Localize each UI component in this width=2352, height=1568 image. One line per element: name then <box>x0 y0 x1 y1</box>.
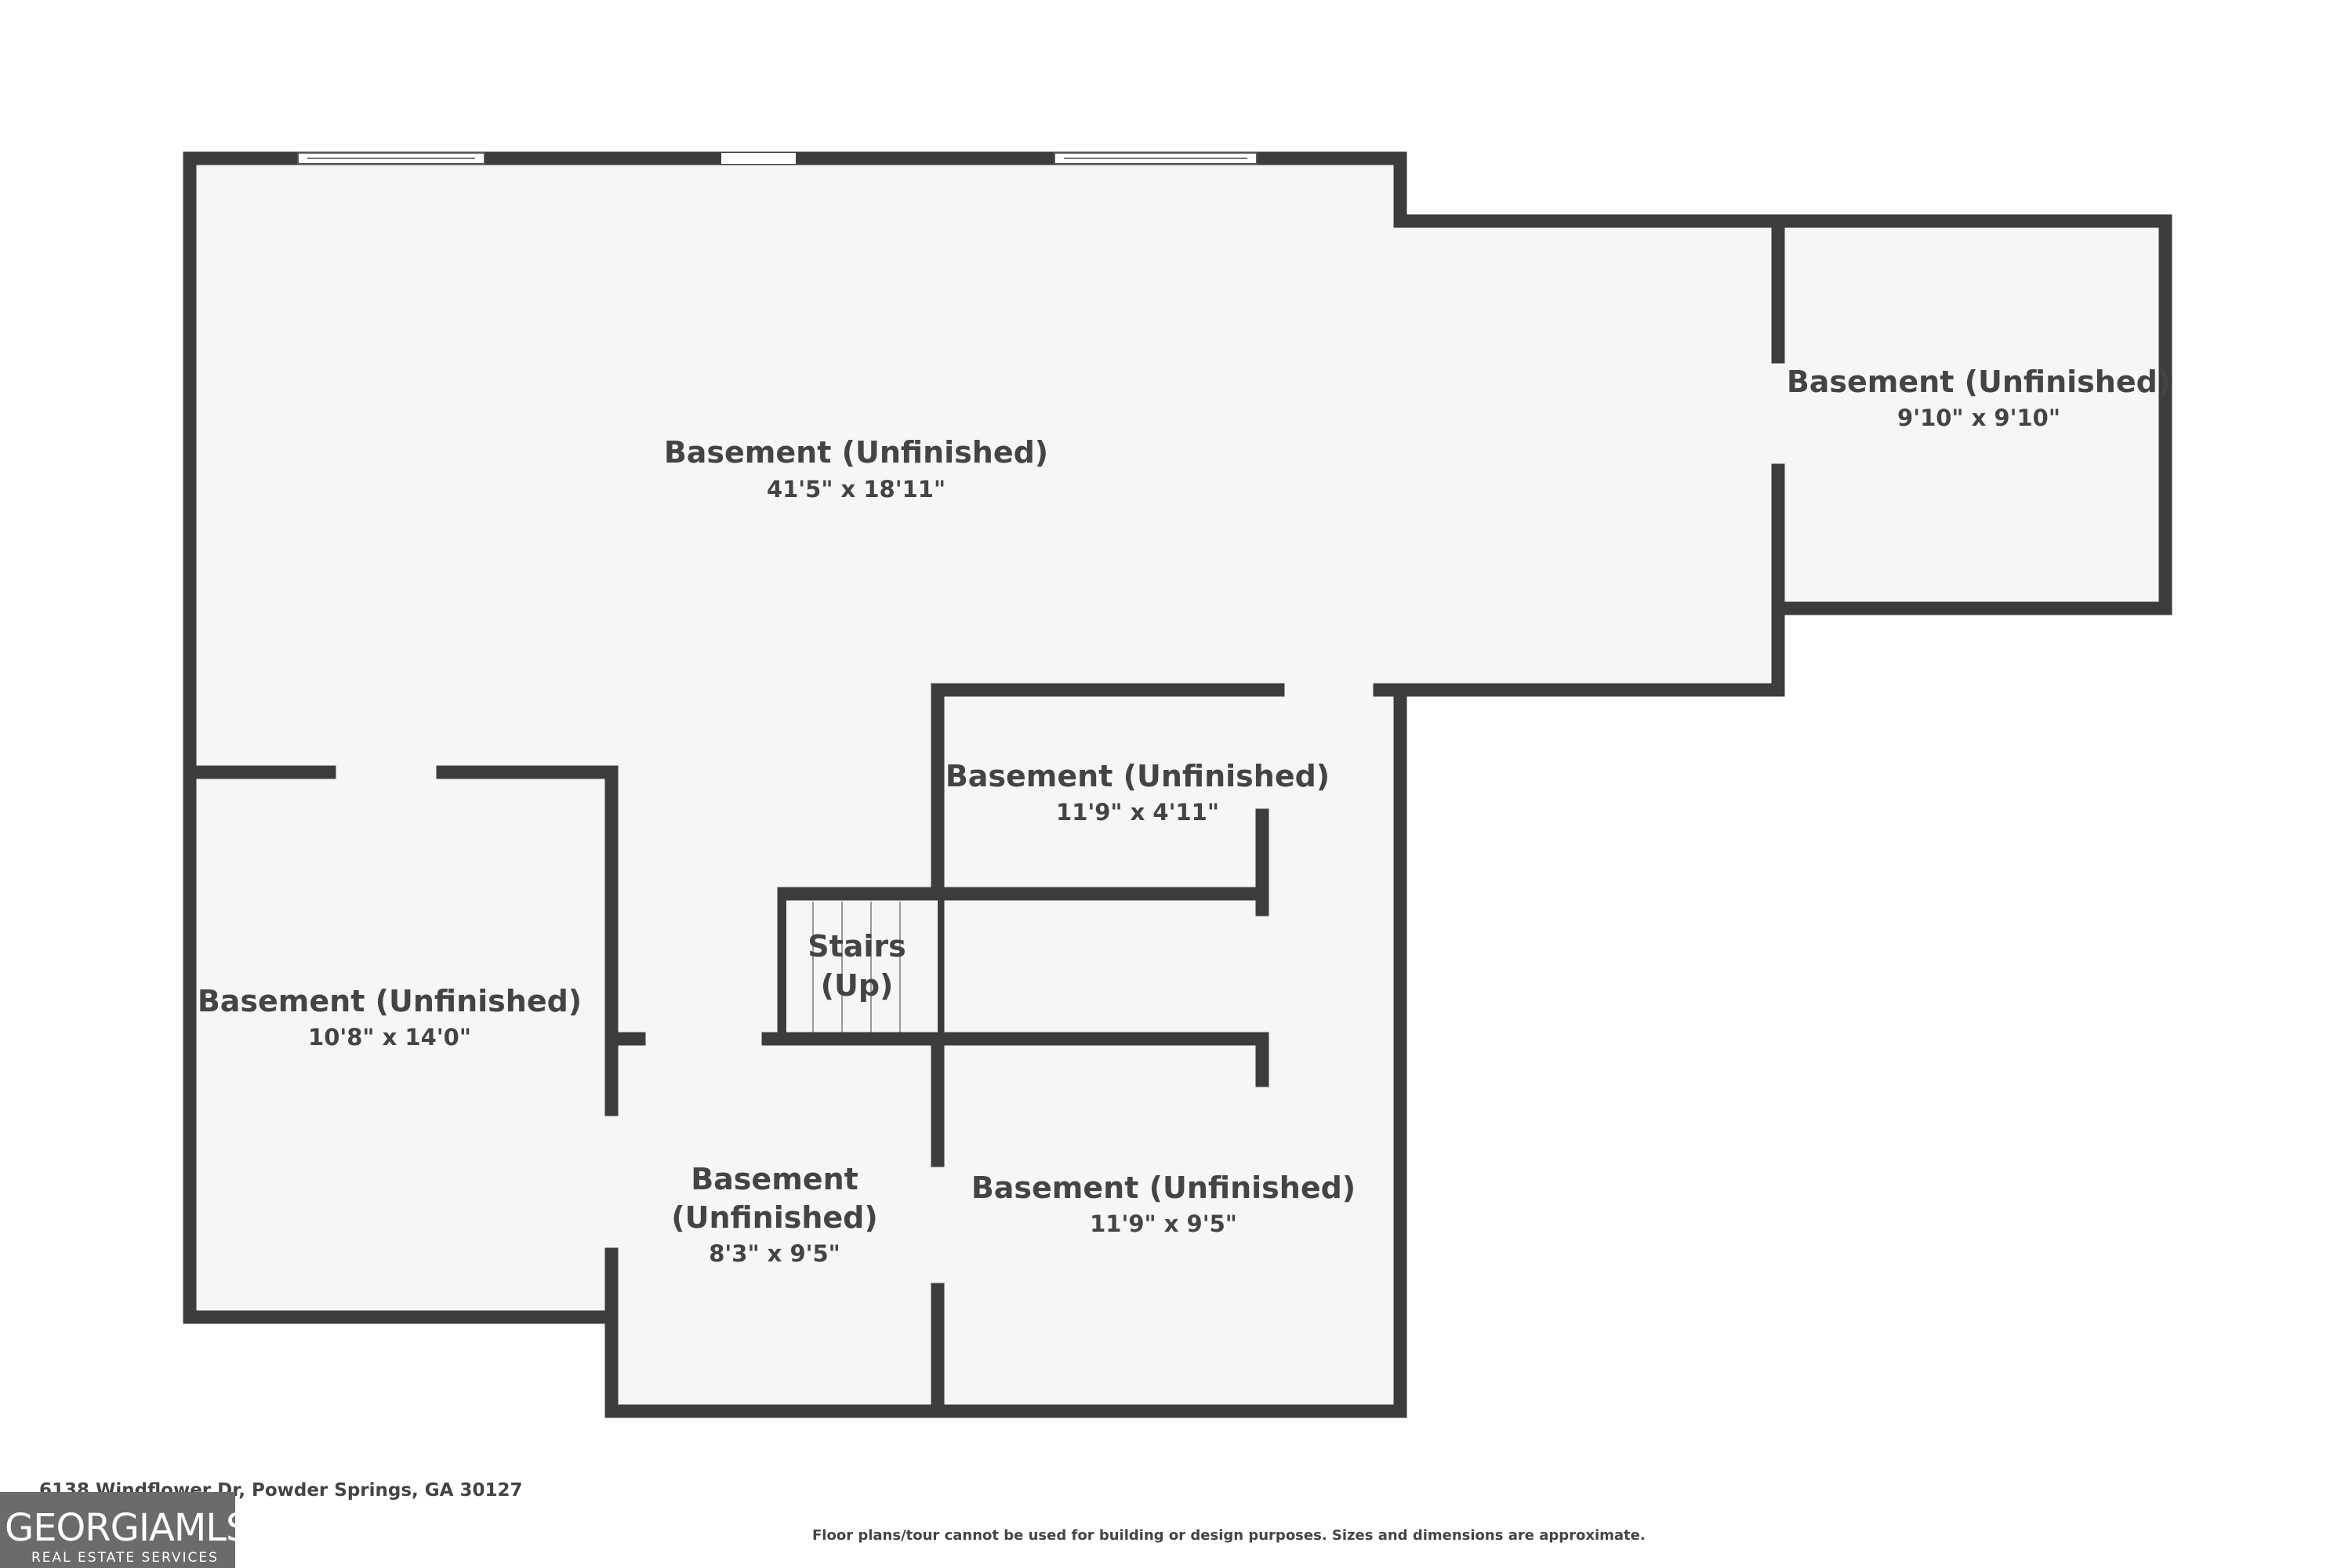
logo-wordmark: GEORGIAMLS <box>5 1506 235 1550</box>
floor-area <box>190 158 2165 1411</box>
room-name-center-lower: Basement (Unfinished) <box>971 1171 1356 1205</box>
room-dims-east: 9'10" x 9'10" <box>1897 405 2060 431</box>
disclaimer-text: Floor plans/tour cannot be used for buil… <box>812 1527 1646 1544</box>
room-name-main: Basement (Unfinished) <box>664 435 1048 470</box>
room-dims-center-upper: 11'9" x 4'11" <box>1056 799 1219 826</box>
room-name-stairs-line1: Stairs <box>808 929 906 964</box>
room-dims-west: 10'8" x 14'0" <box>308 1024 471 1051</box>
room-name-center-upper: Basement (Unfinished) <box>946 759 1330 793</box>
room-dims-hall: 8'3" x 9'5" <box>709 1240 840 1267</box>
room-dims-main: 41'5" x 18'11" <box>767 476 946 503</box>
georgia-mls-logo: GEORGIAMLS REAL ESTATE SERVICES <box>0 1492 235 1568</box>
room-name-west: Basement (Unfinished) <box>198 984 582 1018</box>
room-name-east: Basement (Unfinished) <box>1787 365 2171 399</box>
door-opening <box>721 153 796 164</box>
room-name-hall-line2: (Unfinished) <box>671 1200 878 1235</box>
room-name-stairs-line2: (Up) <box>821 968 894 1003</box>
logo-tagline: REAL ESTATE SERVICES <box>31 1550 219 1566</box>
room-dims-center-lower: 11'9" x 9'5" <box>1090 1210 1237 1237</box>
stairs-area <box>784 894 938 1039</box>
room-name-hall-line1: Basement <box>691 1162 858 1196</box>
